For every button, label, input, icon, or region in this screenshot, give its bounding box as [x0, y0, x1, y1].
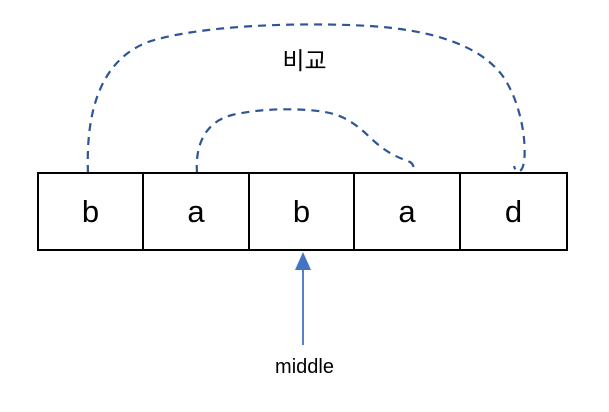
array-cell-0[interactable]: b: [39, 174, 144, 249]
middle-label: middle: [275, 356, 334, 378]
array-cell-label: a: [187, 194, 205, 229]
array-cell-4[interactable]: d: [461, 174, 566, 249]
array-cell-3[interactable]: a: [355, 174, 461, 249]
array-cell-label: a: [398, 194, 416, 229]
middle-arrow-head: [295, 252, 311, 270]
inner-comparison-curve: [195, 108, 415, 174]
array-cell-label: b: [81, 194, 100, 229]
array-cell-label: b: [292, 194, 311, 229]
array-cell-1[interactable]: a: [144, 174, 250, 249]
array-cell-2[interactable]: b: [250, 174, 355, 249]
array-cell-label: d: [504, 194, 523, 229]
compare-label: 비교: [282, 48, 327, 75]
array-strip: b a b a d: [37, 172, 568, 251]
outer-comparison-curve: [86, 23, 526, 174]
